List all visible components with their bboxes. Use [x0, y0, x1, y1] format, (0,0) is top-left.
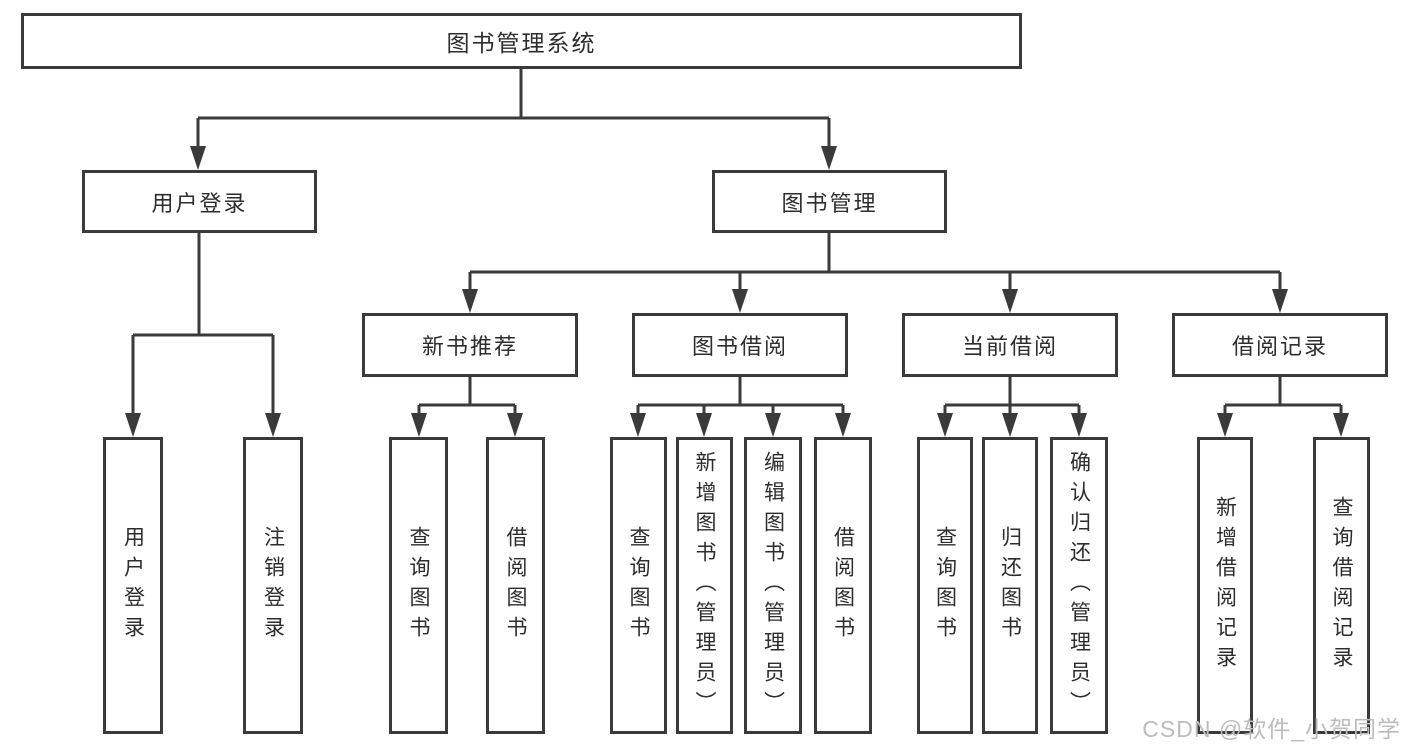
node-label: 查询图书 [933, 525, 957, 646]
leaf-query-books-borrow: 查询图书 [610, 437, 667, 734]
node-library-management-system: 图书管理系统 [21, 13, 1022, 69]
node-book-borrow: 图书借阅 [632, 313, 848, 377]
node-book-management: 图书管理 [712, 170, 947, 233]
node-label: 查询借阅记录 [1330, 495, 1354, 676]
node-new-book-recommend: 新书推荐 [362, 313, 578, 377]
node-label: 借阅图书 [831, 525, 855, 646]
node-label: 图书管理系统 [446, 30, 597, 56]
node-label: 确认归还（管理员） [1067, 450, 1091, 721]
node-label: 新增图书（管理员） [693, 450, 717, 721]
node-current-borrow: 当前借阅 [902, 313, 1118, 377]
node-label: 查询图书 [627, 525, 651, 646]
leaf-logout: 注销登录 [243, 437, 303, 734]
node-label: 图书管理 [781, 190, 878, 216]
node-label: 借阅记录 [1231, 334, 1328, 359]
node-label: 编辑图书（管理员） [761, 450, 785, 721]
node-label: 注销登录 [261, 525, 285, 646]
node-label: 新书推荐 [421, 334, 518, 359]
leaf-confirm-return-admin: 确认归还（管理员） [1050, 437, 1108, 734]
leaf-user-login: 用户登录 [103, 437, 163, 734]
node-label: 归还图书 [998, 525, 1022, 646]
arrowheads [125, 146, 1349, 437]
connector-strokes [131, 69, 1343, 417]
node-user-login: 用户登录 [82, 170, 317, 233]
leaf-return-books: 归还图书 [982, 437, 1038, 734]
node-label: 用户登录 [121, 525, 145, 646]
leaf-query-borrow-record: 查询借阅记录 [1313, 437, 1370, 734]
leaf-edit-books-admin: 编辑图书（管理员） [744, 437, 802, 734]
node-label: 查询图书 [407, 525, 431, 646]
node-label: 图书借阅 [691, 334, 788, 359]
leaf-query-books-recommend: 查询图书 [389, 437, 448, 734]
node-label: 用户登录 [151, 190, 248, 216]
csdn-watermark: CSDN @软件_小贺同学 [1142, 716, 1401, 742]
leaf-query-books-current: 查询图书 [917, 437, 973, 734]
leaf-add-books-admin: 新增图书（管理员） [676, 437, 733, 734]
node-label: 借阅图书 [504, 525, 528, 646]
node-label: 当前借阅 [961, 334, 1058, 359]
node-borrow-records: 借阅记录 [1172, 313, 1388, 377]
leaf-borrow-books-recommend: 借阅图书 [486, 437, 545, 734]
leaf-add-borrow-record: 新增借阅记录 [1197, 437, 1253, 734]
node-label: 新增借阅记录 [1213, 495, 1237, 676]
leaf-borrow-books: 借阅图书 [814, 437, 872, 734]
